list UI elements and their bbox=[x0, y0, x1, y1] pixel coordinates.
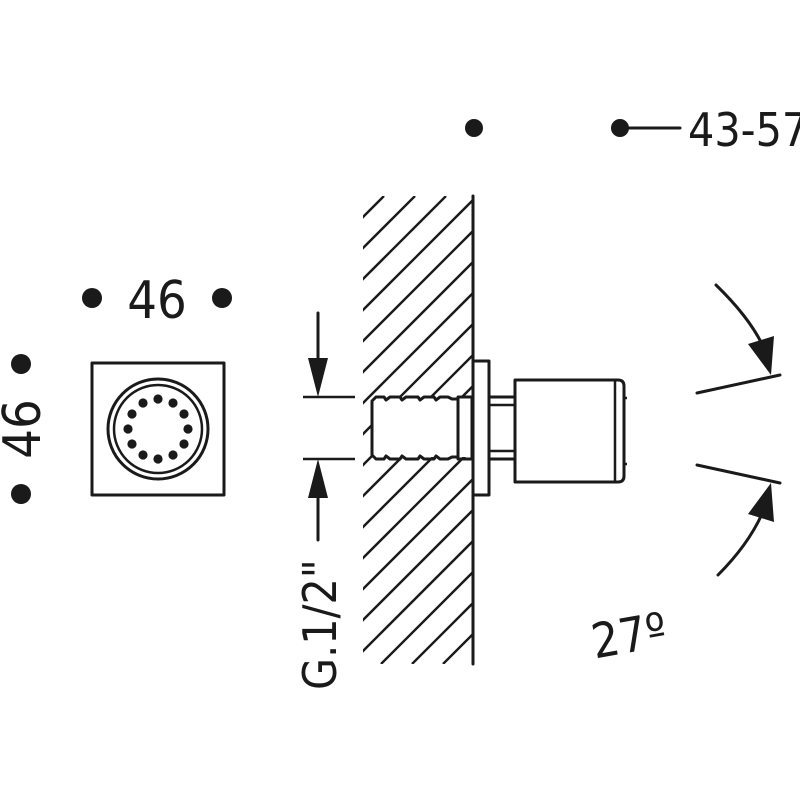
mounting-flange bbox=[471, 359, 491, 497]
hatch-line bbox=[536, 196, 800, 664]
thread-arrow-top bbox=[308, 358, 328, 397]
width-dimension: 46 bbox=[82, 271, 232, 331]
hatch-line bbox=[363, 477, 473, 591]
wall-section bbox=[363, 194, 800, 666]
nozzle-hole bbox=[127, 439, 137, 449]
hatch-line bbox=[363, 196, 447, 281]
hatch-line bbox=[660, 196, 800, 664]
nozzle-hole bbox=[138, 398, 148, 408]
front-view-square bbox=[90, 361, 226, 497]
nozzle-hole bbox=[179, 439, 189, 449]
thread-dim-label: G.1/2" bbox=[293, 559, 347, 690]
nozzle-hole bbox=[179, 409, 189, 419]
hatch-line bbox=[598, 196, 800, 664]
angle-arc-lower bbox=[716, 512, 764, 577]
hatch-line bbox=[691, 196, 800, 664]
hatch-line bbox=[505, 196, 800, 664]
hatch-line bbox=[442, 632, 473, 664]
nozzle-inner-ring bbox=[112, 383, 204, 475]
nozzle-hole bbox=[153, 454, 163, 464]
front-view bbox=[90, 361, 226, 497]
hatch-line bbox=[363, 260, 473, 374]
jet-body bbox=[513, 378, 626, 484]
nozzle-hole bbox=[138, 450, 148, 460]
angle-arc-upper bbox=[714, 283, 764, 346]
angle-dim-label: 27º bbox=[587, 602, 671, 670]
neck bbox=[487, 395, 517, 461]
hatch-line bbox=[380, 570, 473, 664]
angle-ray-lower bbox=[695, 463, 782, 485]
hatch-line bbox=[363, 198, 473, 312]
hatch-line bbox=[363, 229, 473, 343]
width-dim-label: 46 bbox=[127, 271, 187, 331]
nozzle-hole bbox=[183, 424, 193, 434]
hatch-line bbox=[474, 196, 800, 664]
thread-arrow-bottom bbox=[308, 459, 328, 498]
height-dim-label: 46 bbox=[0, 399, 53, 459]
hatch-line bbox=[784, 196, 800, 664]
hatch-line bbox=[363, 508, 473, 622]
width-dim-dot-right bbox=[212, 288, 232, 308]
depth-dim-dot-right bbox=[611, 119, 629, 137]
height-dimension: 46 bbox=[0, 354, 53, 504]
nozzle-outer-ring bbox=[106, 377, 210, 481]
height-dim-dot-bottom bbox=[11, 484, 31, 504]
angle-dimension: 27º bbox=[587, 283, 782, 670]
width-dim-dot-left bbox=[82, 288, 102, 308]
hatch-line bbox=[753, 196, 800, 664]
depth-dim-label: 43-57 bbox=[688, 103, 800, 157]
height-dim-dot-top bbox=[11, 354, 31, 374]
hatch-line bbox=[363, 539, 473, 653]
angle-arrow-lower bbox=[748, 483, 774, 522]
depth-dimension: 43-57 bbox=[465, 103, 800, 157]
nozzle-hole bbox=[168, 398, 178, 408]
nozzle-hole bbox=[153, 394, 163, 404]
nozzle-holes bbox=[123, 394, 193, 464]
thread-dimension: G.1/2" bbox=[293, 311, 355, 690]
nozzle-hole bbox=[123, 424, 133, 434]
depth-dim-dot-left bbox=[465, 119, 483, 137]
jet-fitting-side-view bbox=[370, 359, 627, 497]
hatch-line bbox=[567, 196, 800, 664]
hatch-line bbox=[722, 196, 800, 664]
hatch-line bbox=[629, 196, 800, 664]
angle-arrow-upper bbox=[748, 336, 774, 375]
angle-ray-upper bbox=[695, 373, 782, 395]
nozzle-hole bbox=[127, 409, 137, 419]
nozzle-hole bbox=[168, 450, 178, 460]
neck-inner bbox=[487, 403, 517, 453]
hatch-line bbox=[363, 322, 473, 436]
